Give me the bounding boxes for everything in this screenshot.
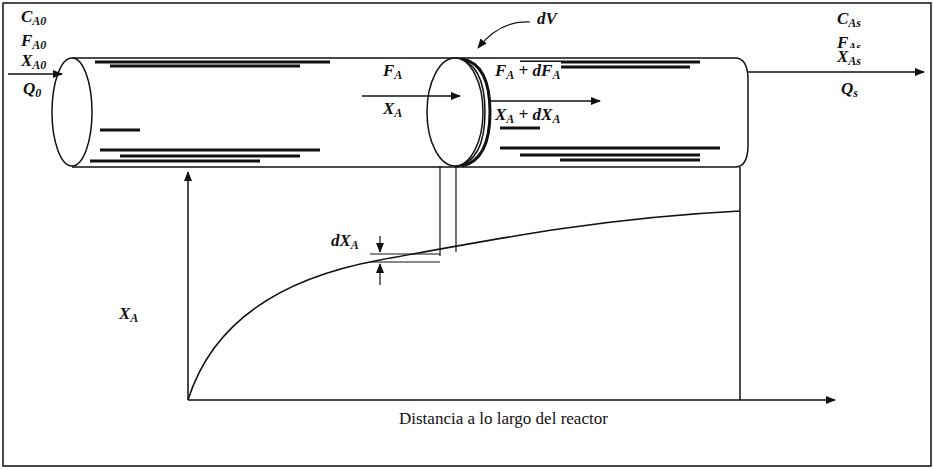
- dx-marker: [379, 236, 380, 252]
- shading-streak: [100, 129, 140, 132]
- shading-streak: [520, 154, 700, 157]
- shading-streak: [90, 160, 260, 163]
- slice-line: [439, 166, 440, 256]
- inlet-arrow: [8, 73, 62, 75]
- shading-streak: [500, 127, 540, 130]
- shading-streak: [120, 155, 300, 158]
- flow-label: FA + dFA: [494, 62, 561, 82]
- x-axis: [188, 399, 835, 401]
- volume-label: dV: [536, 10, 558, 29]
- outlet-label: XAs: [836, 48, 862, 68]
- increment-label: dXA: [330, 232, 360, 252]
- y-axis: [187, 172, 189, 400]
- outlet-label: CAs: [836, 10, 862, 30]
- slice-line: [455, 166, 456, 252]
- flow-arrow: [488, 100, 600, 102]
- flow-label: FA: [382, 62, 403, 82]
- slice-face: [427, 58, 483, 166]
- leader-line: [478, 22, 530, 48]
- flow-label: XA: [382, 100, 403, 120]
- axis-title: Distancia a lo largo del reactor: [398, 410, 609, 429]
- outlet-arrow: [748, 71, 924, 73]
- shading-streak: [95, 61, 330, 64]
- flow-label: XA + dXA: [494, 106, 561, 126]
- outlet-label: Qs: [840, 80, 859, 100]
- inlet-label: XA0: [20, 52, 47, 72]
- conversion-curve: [188, 211, 740, 400]
- shading-streaks: [90, 62, 720, 161]
- shading-streak: [540, 66, 690, 69]
- shading-streak: [500, 147, 720, 150]
- axis-label: XA: [118, 305, 139, 325]
- flow-arrow: [362, 95, 460, 97]
- inlet-label: CA0: [20, 8, 47, 28]
- inlet-label: Q0: [22, 80, 42, 100]
- frame: [3, 3, 931, 466]
- dx-tick: [370, 262, 440, 263]
- inlet-label: FA0: [20, 32, 47, 52]
- dx-marker: [379, 264, 380, 285]
- dx-tick: [370, 254, 440, 255]
- shading-streak: [560, 159, 700, 162]
- outlet-line: [739, 167, 741, 400]
- reactor-tube: [72, 58, 748, 167]
- shading-streak: [110, 65, 300, 68]
- shading-streak: [100, 149, 320, 152]
